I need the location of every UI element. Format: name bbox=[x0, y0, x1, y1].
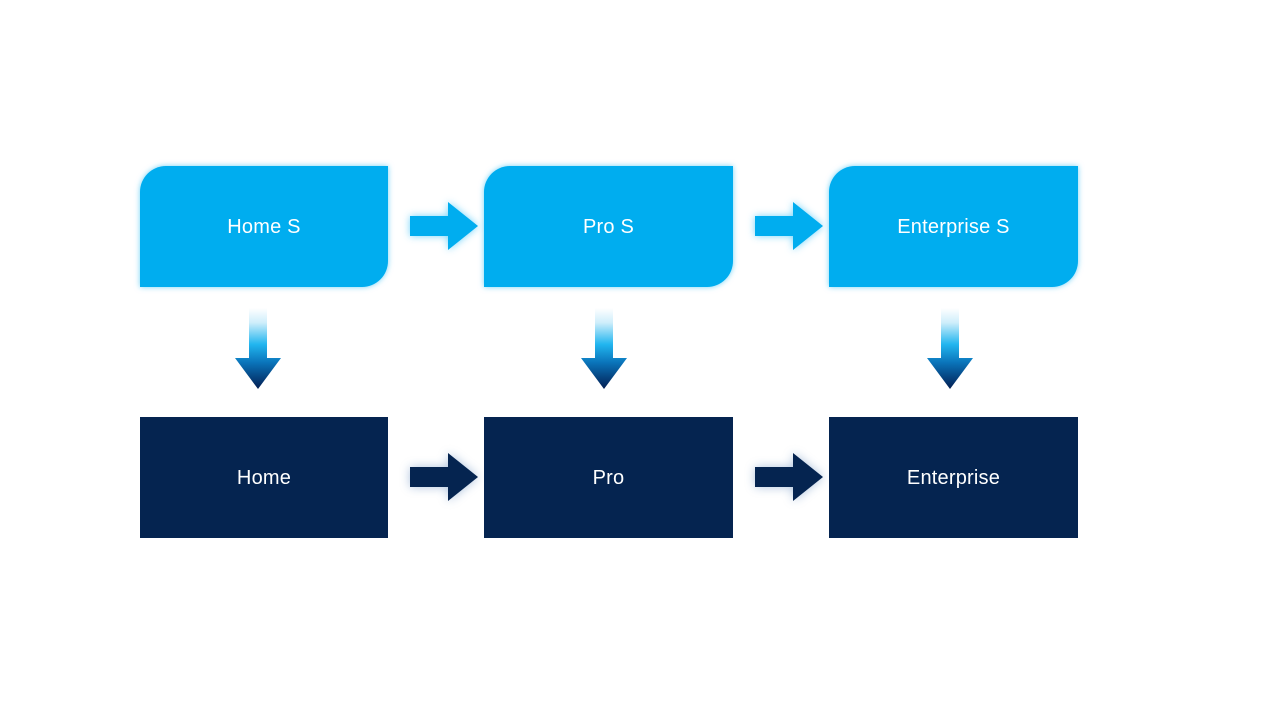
node-pro-s[interactable]: Pro S bbox=[484, 166, 733, 287]
arrow-down-icon-pro-s-to-pro bbox=[580, 308, 628, 390]
arrow-down-icon-home-s-to-home bbox=[234, 308, 282, 390]
node-pro-s-label: Pro S bbox=[582, 215, 635, 238]
node-enterprise-label: Enterprise bbox=[906, 466, 1001, 489]
arrow-right-icon-home-to-pro bbox=[410, 451, 478, 503]
arrow-down-icon-enterprise-s-to-enterprise bbox=[926, 308, 974, 390]
node-home-s-label: Home S bbox=[227, 215, 301, 238]
arrow-right-icon-pro-to-enterprise bbox=[755, 451, 823, 503]
node-pro-label: Pro bbox=[592, 466, 625, 489]
node-home-s[interactable]: Home S bbox=[140, 166, 388, 287]
arrow-right-icon-pro-s-to-enterprise-s bbox=[755, 200, 823, 252]
node-home[interactable]: Home bbox=[140, 417, 388, 538]
node-home-label: Home bbox=[236, 466, 292, 489]
arrow-right-icon-home-s-to-pro-s bbox=[410, 200, 478, 252]
node-enterprise-s-label: Enterprise S bbox=[897, 215, 1010, 238]
node-enterprise[interactable]: Enterprise bbox=[829, 417, 1078, 538]
node-enterprise-s[interactable]: Enterprise S bbox=[829, 166, 1078, 287]
node-pro[interactable]: Pro bbox=[484, 417, 733, 538]
